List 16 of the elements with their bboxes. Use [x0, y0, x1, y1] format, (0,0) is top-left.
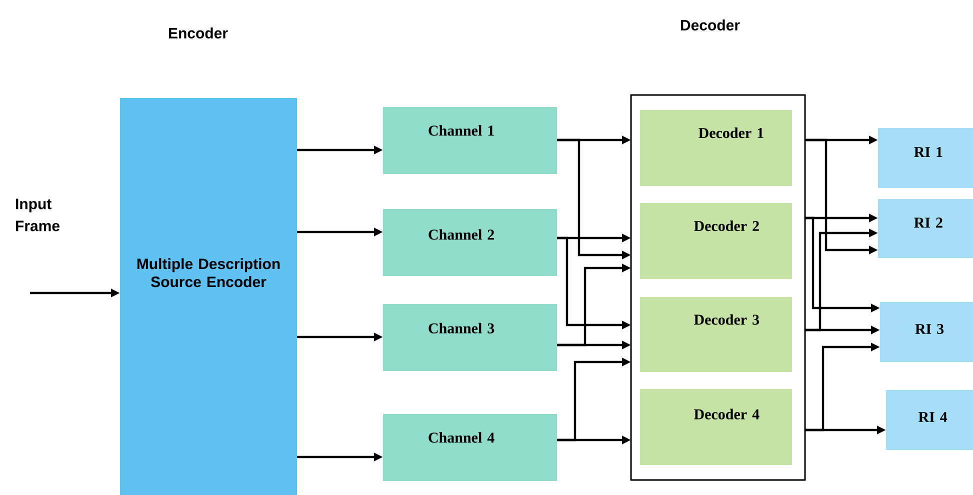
channel-box: Channel 3: [383, 304, 557, 371]
decoder-box: Decoder 4: [640, 389, 792, 465]
output-box: RI 2: [878, 199, 973, 258]
input-label: Input Frame: [16, 198, 60, 232]
output-box: RI 3: [880, 302, 973, 362]
decoder-box: Decoder 3: [640, 297, 792, 372]
decoder-box: Decoder 1: [640, 110, 792, 186]
channel-box: Channel 4: [383, 414, 557, 481]
decoder-box: Decoder 2: [640, 203, 792, 279]
channel-box: Channel 2: [383, 209, 557, 276]
heading: Decoder: [681, 19, 740, 30]
channel-box: Channel 1: [383, 107, 557, 174]
heading: Encoder: [169, 27, 228, 38]
output-box: RI 1: [878, 128, 973, 188]
encoder-block: Multiple Description Source Encoder: [120, 98, 297, 495]
output-box: RI 4: [886, 390, 973, 450]
